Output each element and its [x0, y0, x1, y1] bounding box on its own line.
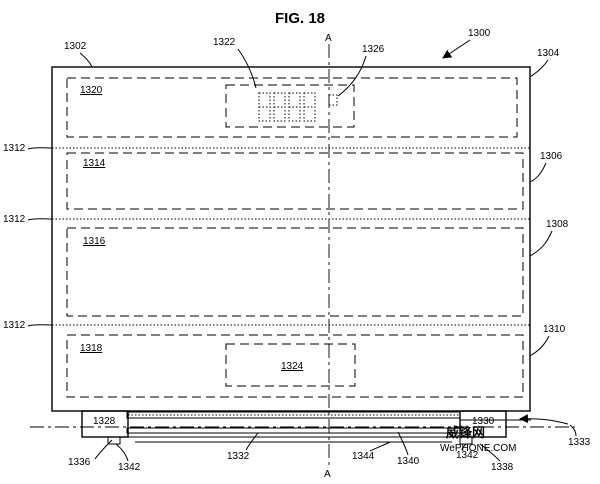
- segment-digits: [258, 92, 338, 122]
- device-arrow: [442, 39, 471, 59]
- label-1333: 1333: [568, 437, 591, 448]
- label-1318: 1318: [80, 343, 103, 354]
- region-1314: [66, 152, 524, 210]
- region-1316: [66, 227, 524, 317]
- label-1340: 1340: [397, 456, 420, 467]
- window-1324: [225, 343, 356, 387]
- display-1322: [225, 84, 355, 128]
- label-1314: 1314: [83, 158, 106, 169]
- label-1342-left: 1342: [118, 462, 141, 473]
- axis-label-bottom: A: [324, 469, 331, 480]
- tab-left: [107, 436, 121, 445]
- label-1326: 1326: [362, 44, 385, 55]
- figure-title: FIG. 18: [275, 10, 325, 27]
- label-1304: 1304: [537, 48, 560, 59]
- label-1320: 1320: [80, 85, 103, 96]
- label-1322: 1322: [213, 37, 236, 48]
- label-1316: 1316: [83, 236, 106, 247]
- label-1324: 1324: [281, 361, 304, 372]
- region-1318: [66, 334, 524, 398]
- top-rail: [126, 411, 461, 419]
- watermark-sub: WePHONE.COM: [440, 443, 517, 454]
- region-1320: [66, 77, 518, 138]
- label-1338: 1338: [491, 462, 514, 473]
- label-1336: 1336: [68, 457, 91, 468]
- label-1312-a: 1312: [3, 143, 26, 154]
- rail-1332: [126, 427, 461, 434]
- outer-frame: [51, 66, 531, 412]
- watermark-text: 威锋网: [446, 425, 485, 440]
- label-1312-b: 1312: [3, 214, 26, 225]
- label-1306: 1306: [540, 151, 563, 162]
- block-1330: [459, 410, 507, 438]
- label-1332: 1332: [227, 451, 250, 462]
- label-device: 1300: [468, 28, 491, 39]
- block-1328: [81, 410, 129, 438]
- label-1312-c: 1312: [3, 320, 26, 331]
- label-1308: 1308: [546, 219, 569, 230]
- label-1344: 1344: [352, 451, 375, 462]
- axis-label-top: A: [325, 33, 332, 44]
- label-1330: 1330: [472, 416, 495, 427]
- label-1342-right: 1342: [456, 450, 479, 461]
- label-1328: 1328: [93, 416, 116, 427]
- entry-arrow: [519, 414, 569, 425]
- label-1310: 1310: [543, 324, 566, 335]
- label-1302: 1302: [64, 41, 87, 52]
